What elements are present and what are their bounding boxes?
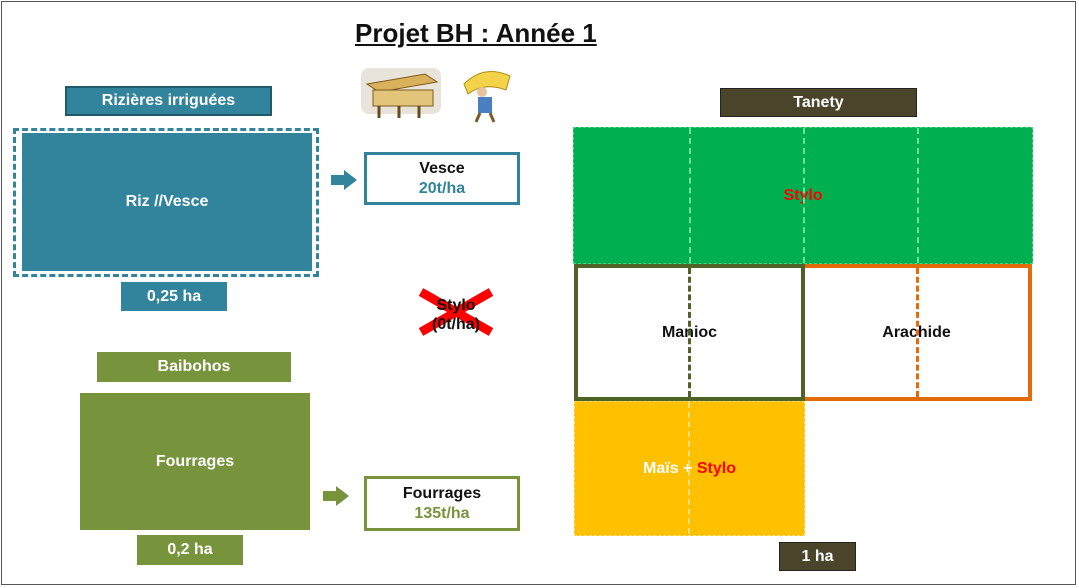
cross-icon (418, 288, 494, 336)
baibohos-header: Baibohos (97, 352, 291, 382)
rice-field-outline (13, 128, 319, 277)
tanety-area-badge: 1 ha (779, 542, 856, 571)
rice-field: Riz //Vesce (22, 133, 312, 271)
stylo-crossed-label: Stylo (0t/ha) (404, 294, 508, 336)
arrow-right-icon (331, 170, 357, 190)
plot-divider (803, 128, 805, 263)
stylo-crossed-line2: (0t/ha) (432, 316, 480, 333)
plot-divider (688, 402, 690, 534)
hay-storage-icon (361, 68, 441, 118)
vesce-output-yield: 20t/ha (418, 179, 466, 197)
baibohos-field: Fourrages (80, 393, 310, 530)
plot-divider (689, 128, 691, 263)
fourrages-output-name: Fourrages (402, 484, 482, 502)
plot-divider (688, 268, 691, 397)
plot-mais-label: Maïs + (643, 459, 697, 477)
plot-mais-stylo-label: Stylo (696, 459, 736, 477)
page-title: Projet BH : Année 1 (355, 18, 597, 48)
rice-header: Rizières irriguées (65, 86, 272, 116)
vesce-output-name: Vesce (419, 159, 465, 177)
farmer-carrying-hay-icon (463, 71, 511, 123)
baibohos-area-badge: 0,2 ha (137, 535, 243, 565)
stylo-crossed-line1: Stylo (436, 297, 476, 314)
fourrages-output-box: Fourrages 135t/ha (364, 476, 520, 531)
rice-area-badge: 0,25 ha (121, 282, 227, 311)
fourrages-output-yield: 135t/ha (414, 504, 470, 522)
tanety-header: Tanety (720, 88, 917, 117)
arrow-right-icon (323, 486, 349, 506)
plot-divider (916, 268, 919, 397)
plot-divider (917, 128, 919, 263)
vesce-output-box: Vesce 20t/ha (364, 152, 520, 205)
